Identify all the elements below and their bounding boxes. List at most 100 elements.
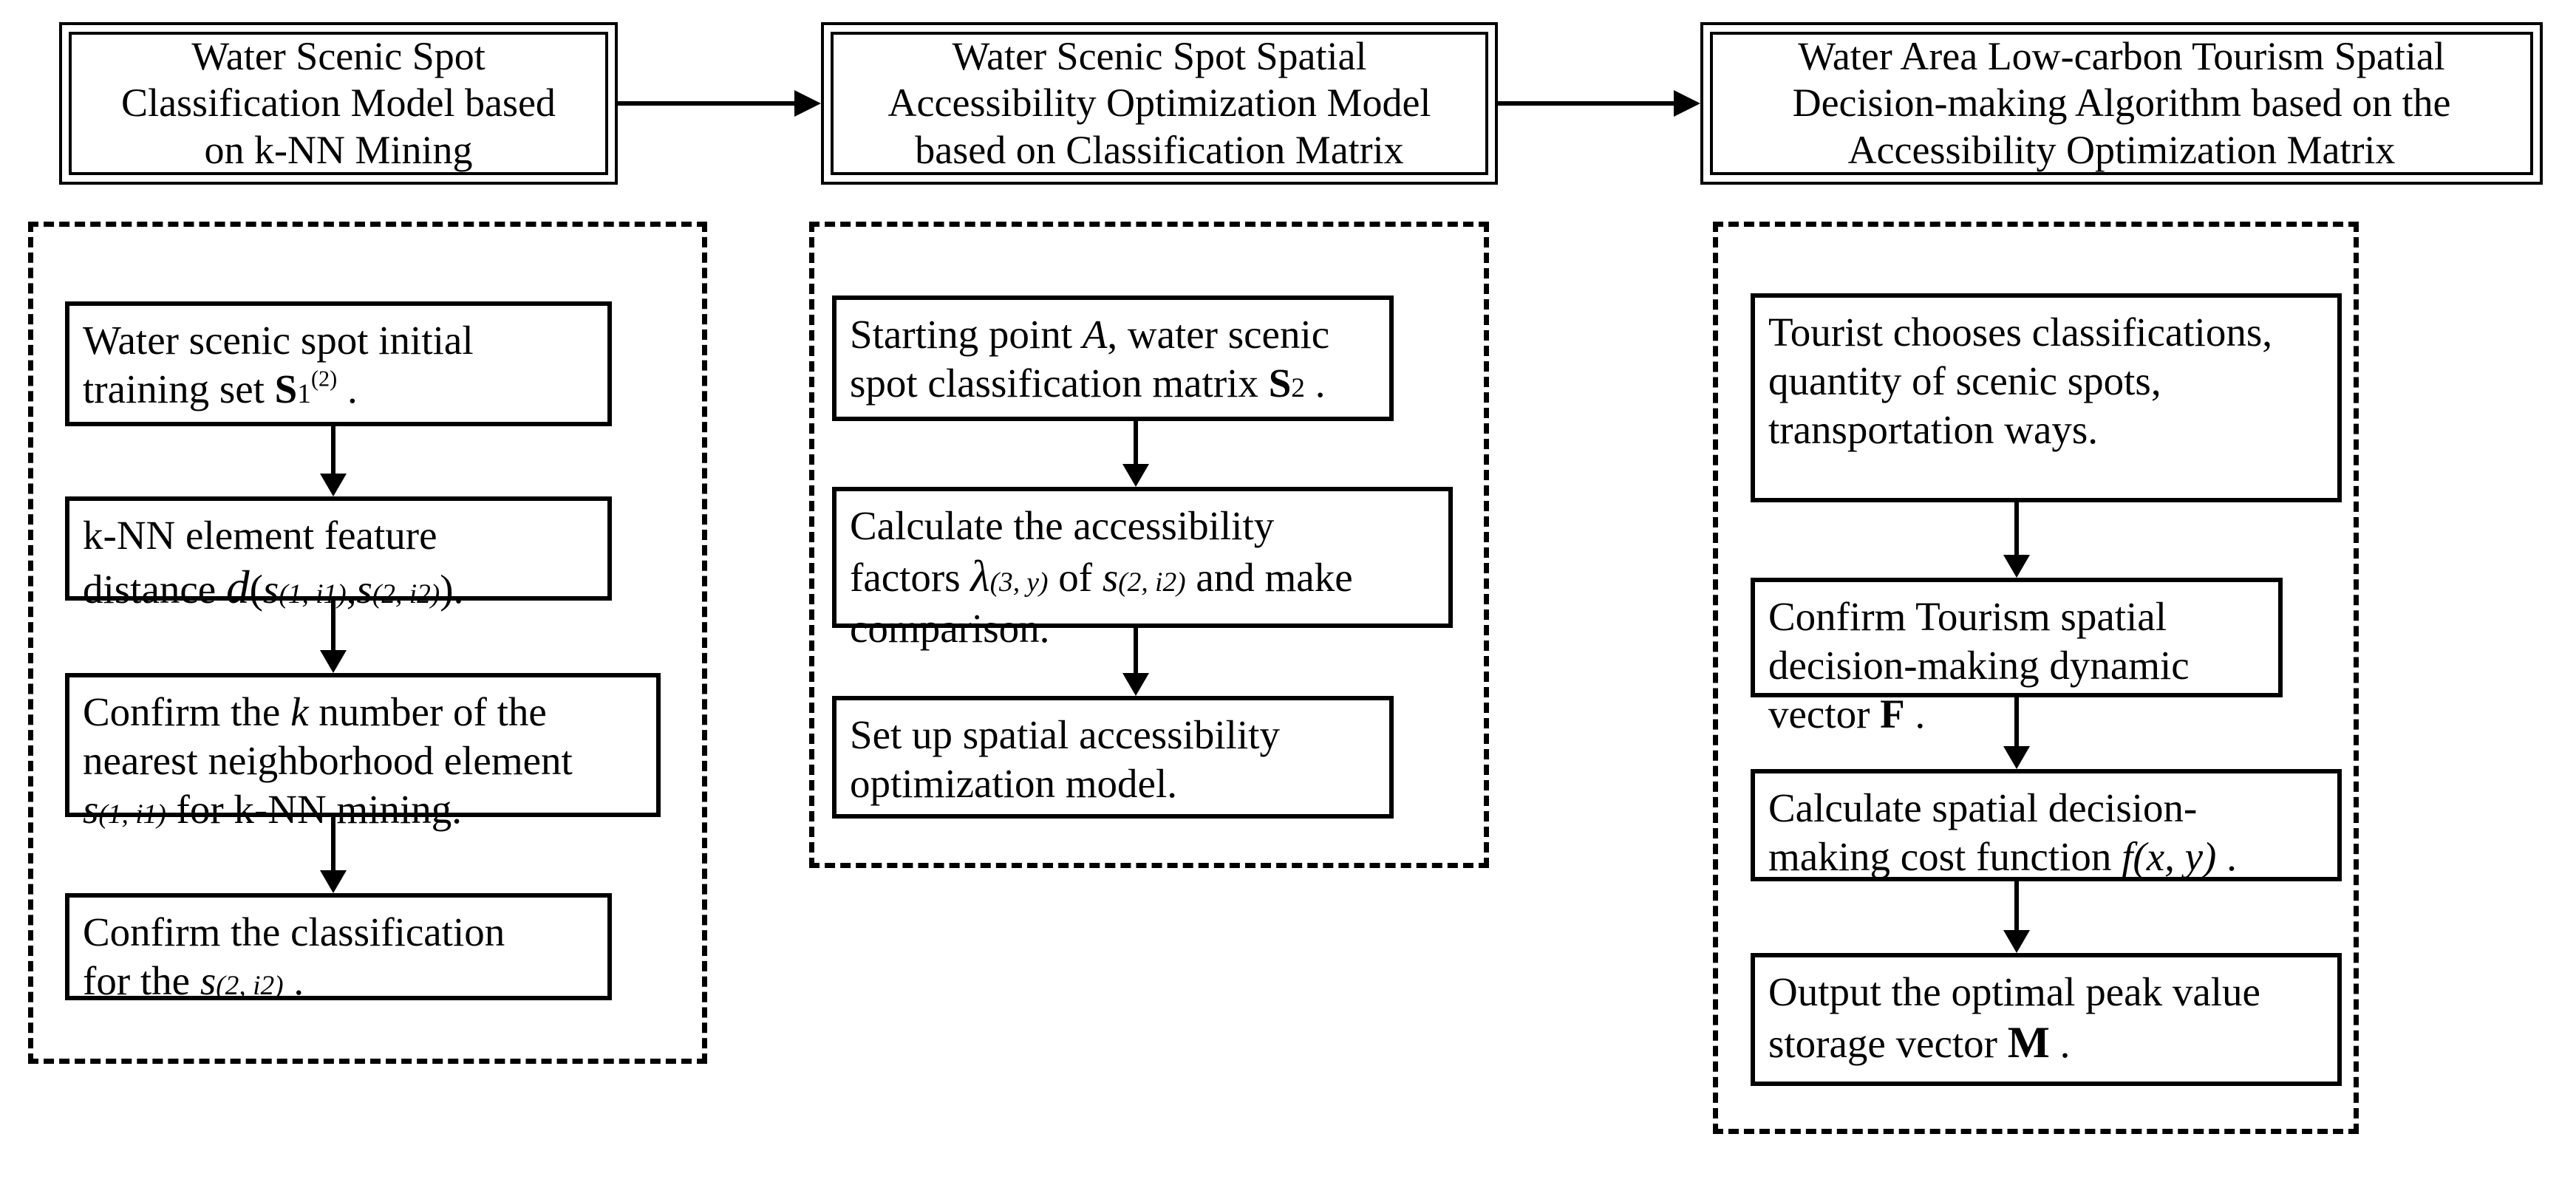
period: . (2059, 1021, 2071, 1066)
step-2-1-text-b: , water scenic (1107, 312, 1330, 357)
period: . (2226, 834, 2237, 879)
step-1-1-text: training set (83, 366, 275, 411)
step-3-3-text: making cost function (1768, 834, 2122, 879)
step-1-4-line-1: Confirm the classification (83, 909, 505, 954)
step-3-3: Calculate spatial decision- making cost … (1751, 769, 2342, 881)
step-1-3-line-2: nearest neighborhood element (83, 738, 573, 783)
header-2-line-3: based on Classification Matrix (915, 127, 1404, 172)
lparen: ( (249, 567, 263, 612)
symbol-S: S (1268, 361, 1292, 406)
step-1-2-line-2: distance d(s(1, i1),s(2, i2)). (83, 560, 594, 616)
step-3-1-line-3: transportation ways. (1768, 407, 2099, 452)
subscript-1-i1: (1, i1) (279, 579, 347, 609)
step-1-2-text: distance (83, 567, 226, 612)
symbol-s: s (83, 787, 99, 832)
comma: , (346, 567, 357, 612)
step-1-3-text-b: number of the (308, 689, 547, 734)
step-1-3-line-3: s(1, i1) for k-NN mining. (83, 785, 643, 834)
rparen-period: ). (440, 567, 464, 612)
step-2-1-line-1: Starting point A, water scenic (850, 310, 1376, 359)
header-3-line-3: Accessibility Optimization Matrix (1847, 127, 2396, 172)
header-1-line-2: Classification Model based (121, 81, 556, 126)
step-3-2-line-2: decision-making dynamic (1768, 643, 2190, 688)
period: . (347, 366, 358, 411)
symbol-subscript-2: 2 (1291, 373, 1305, 403)
symbol-xy: (x, y) (2133, 834, 2217, 879)
header-column-2: Water Scenic Spot Spatial Accessibility … (821, 22, 1498, 185)
step-2-2-line-2: factors λ(3, y) of s(2, i2) and make (850, 550, 1435, 604)
step-3-4-line-1: Output the optimal peak value (1768, 969, 2260, 1014)
dashed-group-3 (1713, 222, 2359, 1134)
subscript-2-i2: (2, i2) (216, 971, 284, 1001)
symbol-M: M (2007, 1018, 2050, 1067)
step-1-3-text-a: Confirm the (83, 689, 291, 734)
step-3-1-line-2: quantity of scenic spots, (1768, 358, 2161, 403)
step-1-3-text-c: for k-NN mining. (166, 787, 463, 832)
symbol-s: s (262, 567, 279, 612)
symbol-lambda: λ (970, 552, 990, 601)
period: . (1915, 691, 1926, 737)
step-1-1-line-1: Water scenic spot initial (83, 318, 474, 363)
dashed-group-1 (28, 222, 707, 1064)
step-3-1: Tourist chooses classifications, quantit… (1751, 293, 2342, 502)
step-3-2-text: vector (1768, 691, 1881, 737)
symbol-superscript-2: (2) (310, 366, 338, 392)
step-2-3-line-1: Set up spatial accessibility (850, 712, 1280, 757)
header-2-line-1: Water Scenic Spot Spatial (952, 34, 1367, 79)
symbol-k: k (290, 689, 309, 734)
step-3-4-line-2: storage vector M . (1768, 1017, 2324, 1070)
step-2-2-line-1: Calculate the accessibility (850, 503, 1275, 548)
symbol-f: f (2122, 834, 2133, 879)
header-3-line-1: Water Area Low-carbon Tourism Spatial (1798, 34, 2445, 79)
symbol-d: d (225, 561, 250, 613)
step-2-2-text-c: and make (1185, 555, 1353, 600)
header-column-3: Water Area Low-carbon Tourism Spatial De… (1700, 22, 2543, 185)
symbol-A: A (1082, 312, 1108, 357)
step-1-4: Confirm the classification for the s(2, … (65, 893, 612, 1003)
step-3-1-line-1: Tourist chooses classifications, (1768, 310, 2272, 355)
step-2-3: Set up spatial accessibility optimizatio… (832, 696, 1394, 819)
step-1-2-line-1: k-NN element feature (83, 513, 437, 558)
header-1-line-3: on k-NN Mining (204, 127, 473, 172)
step-2-1-text-c: spot classification matrix (850, 361, 1269, 406)
step-2-2: Calculate the accessibility factors λ(3,… (832, 487, 1453, 651)
step-1-3-line-1: Confirm the k number of the (83, 688, 643, 737)
step-1-4-line-2: for the s(2, i2) . (83, 957, 594, 1005)
symbol-s: s (200, 958, 217, 1003)
step-3-2-line-3: vector F . (1768, 690, 2265, 739)
period: . (293, 958, 304, 1003)
step-1-2: k-NN element feature distance d(s(1, i1)… (65, 496, 612, 613)
step-2-1-line-2: spot classification matrix S2 . (850, 359, 1376, 408)
step-2-1: Starting point A, water scenic spot clas… (832, 296, 1394, 421)
header-1-line-1: Water Scenic Spot (191, 34, 485, 79)
subscript-3-y: (3, y) (989, 567, 1049, 598)
step-1-4-text: for the (83, 958, 200, 1003)
step-3-3-line-2: making cost function f(x, y) . (1768, 833, 2324, 881)
header-column-1: Water Scenic Spot Classification Model b… (59, 22, 618, 185)
step-1-1-line-2: training set S1(2) . (83, 365, 594, 414)
header-2-line-2: Accessibility Optimization Model (887, 81, 1431, 126)
symbol-S: S (274, 366, 298, 411)
symbol-F: F (1880, 691, 1905, 737)
subscript-1-i1: (1, i1) (98, 799, 166, 830)
step-2-2-text-b: of (1048, 555, 1103, 600)
period: . (1315, 361, 1326, 406)
symbol-s: s (1102, 555, 1119, 600)
step-1-3: Confirm the k number of the nearest neig… (65, 673, 661, 832)
step-3-2-line-1: Confirm Tourism spatial (1768, 594, 2167, 639)
subscript-2-i2: (2, i2) (372, 579, 440, 609)
step-2-1-text-a: Starting point (850, 312, 1083, 357)
step-3-3-line-1: Calculate spatial decision- (1768, 785, 2198, 830)
step-2-2-line-3: comparison. (850, 605, 1050, 651)
step-2-3-line-2: optimization model. (850, 761, 1177, 806)
header-3-line-2: Decision-making Algorithm based on the (1792, 81, 2451, 126)
step-3-4-text: storage vector (1768, 1021, 2008, 1066)
step-3-2: Confirm Tourism spatial decision-making … (1751, 578, 2283, 737)
symbol-subscript-1: 1 (297, 379, 311, 409)
step-1-1: Water scenic spot initial training set S… (65, 301, 612, 426)
step-2-2-text-a: factors (850, 555, 971, 600)
step-3-4: Output the optimal peak value storage ve… (1751, 953, 2342, 1086)
dashed-group-2 (809, 222, 1489, 868)
symbol-s: s (356, 567, 372, 612)
subscript-2-i2: (2, i2) (1118, 567, 1186, 598)
